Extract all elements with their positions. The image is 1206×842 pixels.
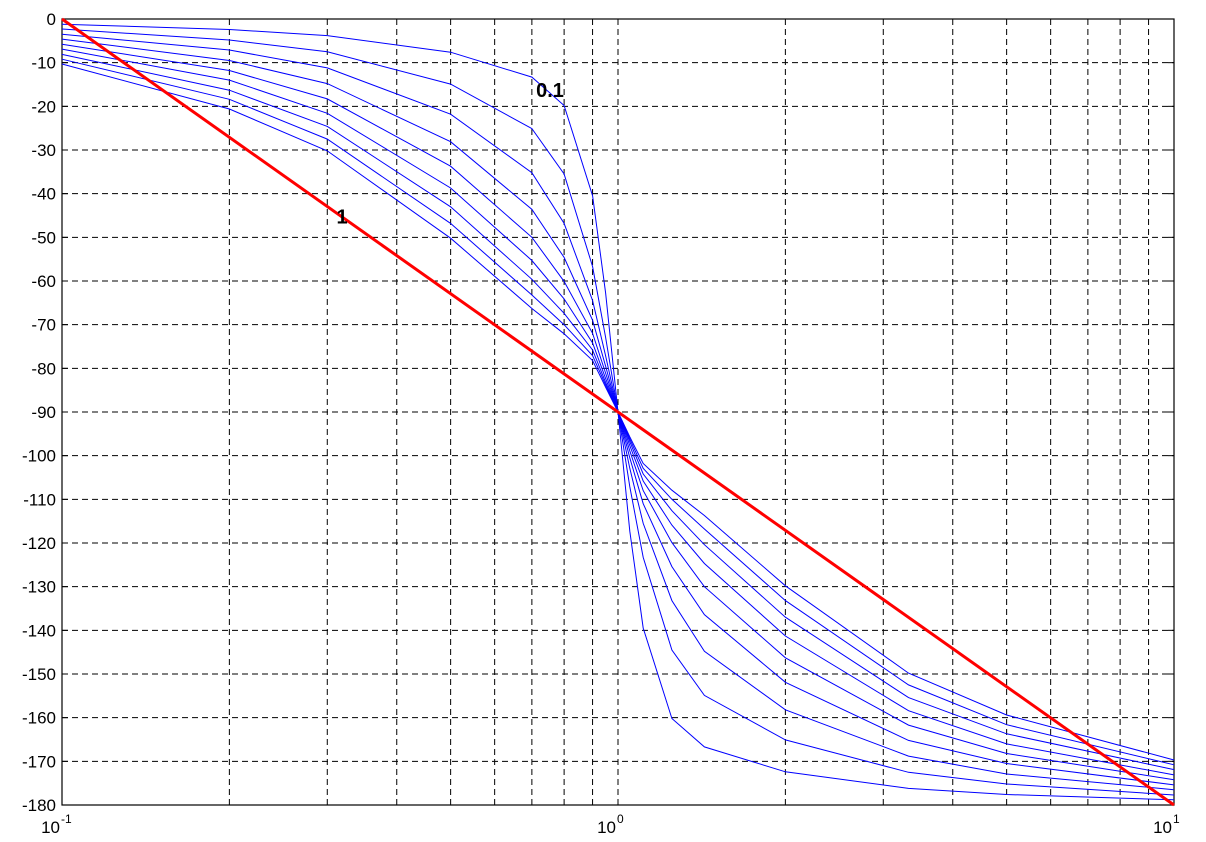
- x-tick-label: 10: [597, 818, 616, 837]
- y-tick-label: -90: [31, 403, 56, 422]
- y-tick-label: -80: [31, 359, 56, 378]
- y-tick-label: -140: [22, 621, 56, 640]
- series-lines: [61, 17, 1175, 807]
- y-tick-label: -20: [31, 97, 56, 116]
- x-tick-exponent: 1: [1173, 812, 1180, 826]
- y-tick-label: -70: [31, 316, 56, 335]
- y-tick-label: -150: [22, 665, 56, 684]
- x-tick-label: 10: [1153, 818, 1172, 837]
- y-tick-label: -100: [22, 447, 56, 466]
- x-tick-exponent: 0: [617, 812, 624, 826]
- annotations: 0.11: [337, 80, 564, 229]
- x-tick-label: 10: [41, 818, 60, 837]
- y-tick-label: -170: [22, 752, 56, 771]
- grid-lines: [62, 19, 1174, 805]
- y-tick-label: -180: [22, 796, 56, 815]
- y-tick-label: -160: [22, 709, 56, 728]
- series-line-highlight: [61, 17, 1175, 807]
- y-tick-label: -10: [31, 54, 56, 73]
- y-tick-label: -130: [22, 578, 56, 597]
- annotation-label: 0.1: [536, 80, 564, 102]
- y-tick-label: -60: [31, 272, 56, 291]
- x-tick-exponent: -1: [61, 812, 72, 826]
- y-tick-label: -120: [22, 534, 56, 553]
- y-tick-label: 0: [47, 10, 56, 29]
- y-tick-label: -40: [31, 185, 56, 204]
- y-tick-label: -110: [23, 490, 56, 509]
- annotation-label: 1: [337, 207, 348, 229]
- y-tick-label: -50: [31, 228, 56, 247]
- y-tick-labels: 0 -10 -20 -30 -40 -50 -60 -70 -80 -90 -100 -110 -120…: [22, 10, 1174, 815]
- y-tick-label: -30: [31, 141, 56, 160]
